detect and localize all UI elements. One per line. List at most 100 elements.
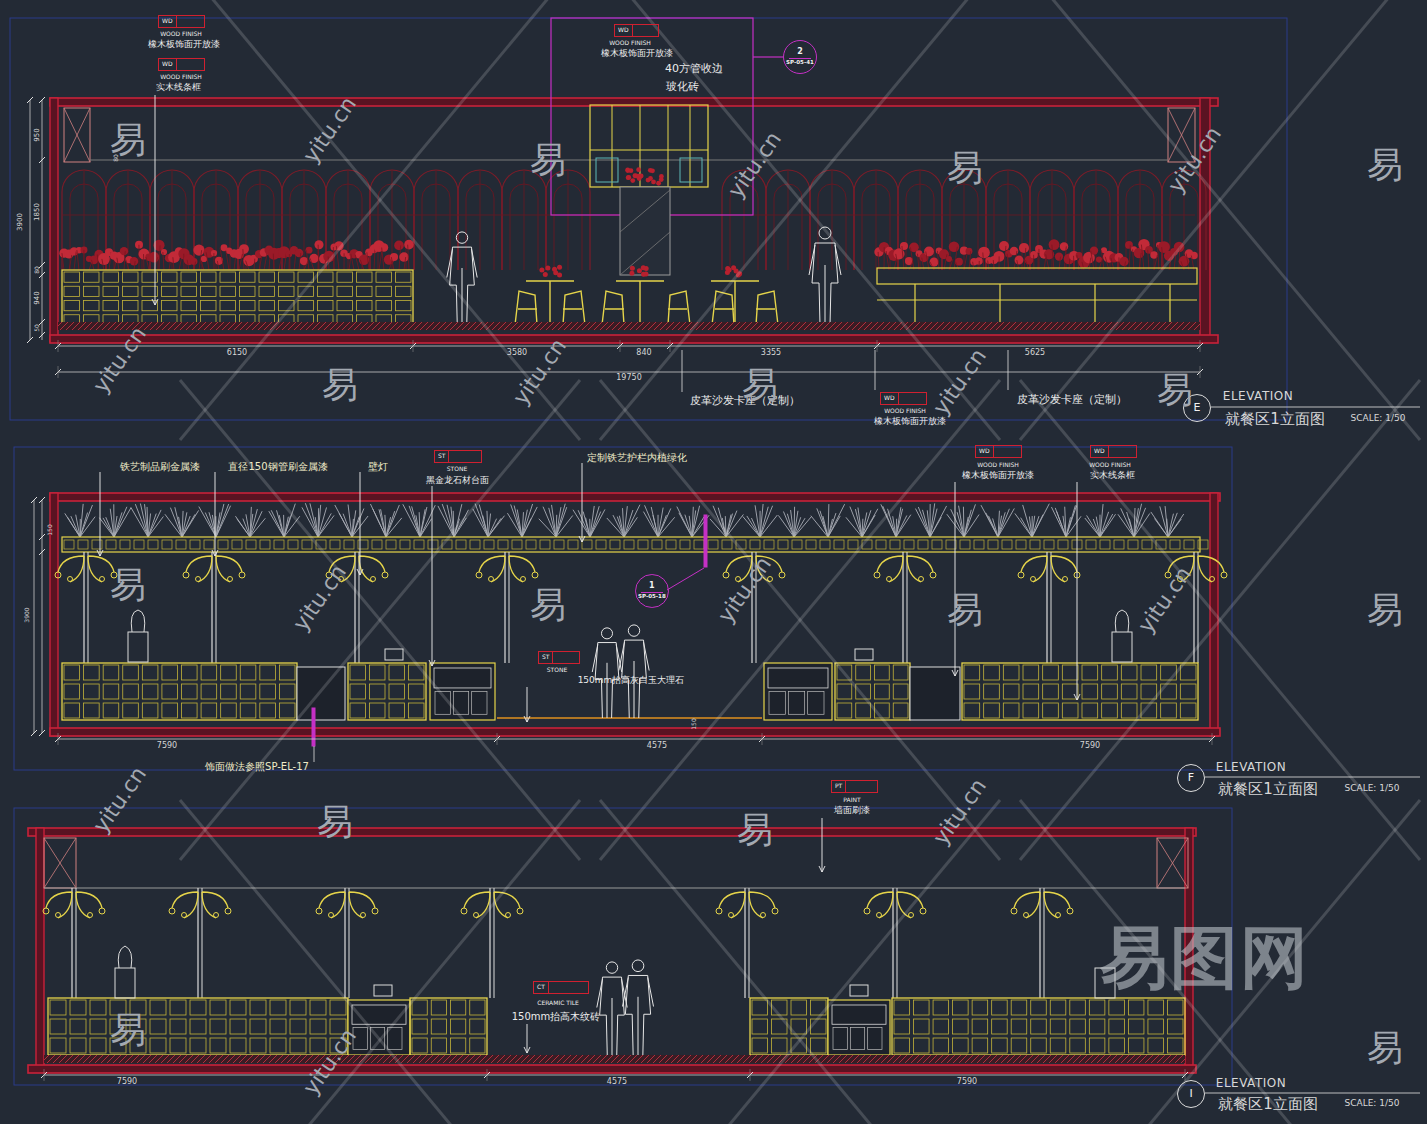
oven-symbol (764, 663, 832, 720)
railing-cell (806, 540, 816, 549)
iron-bracket (509, 556, 535, 582)
railing-cell (484, 540, 494, 549)
tag-note: WOOD FINISH (977, 462, 1019, 469)
cabinet-panel (1148, 1000, 1164, 1015)
plant-stem (138, 245, 139, 270)
cabinet-panel (270, 1038, 286, 1053)
steel-post (907, 552, 908, 663)
material-note: 直径150钢管刷金属漆 (228, 461, 327, 472)
iron-bracket (867, 892, 893, 918)
cabinet-panel (337, 286, 353, 296)
plant-leaf (1087, 515, 1100, 537)
cabinet-panel (123, 703, 139, 718)
plant-stem (69, 254, 72, 270)
bracket-scroll (169, 908, 175, 914)
plant-leaf (488, 516, 505, 537)
plant-dot (239, 244, 249, 254)
bracket-scroll (474, 913, 479, 918)
cabinet-panel (470, 1038, 485, 1053)
plant-leaf (658, 508, 671, 537)
bracket-scroll (196, 577, 201, 582)
decor-vase (680, 158, 702, 182)
monitor-symbol (374, 985, 392, 996)
dimension-tick (39, 497, 45, 503)
iron-bracket (494, 892, 520, 918)
cabinet-grid (62, 663, 297, 720)
iron-bracket (877, 556, 903, 582)
cabinet-panel (933, 1019, 949, 1034)
cabinet-panel (84, 272, 100, 282)
planter-railing (62, 537, 1200, 552)
cabinet-grid (48, 998, 348, 1055)
person-figure (597, 977, 627, 1055)
plant-leaf (658, 508, 663, 537)
leader-arrow (1074, 694, 1080, 700)
beam-band (50, 728, 1220, 736)
railing-cell (1170, 540, 1180, 549)
cabinet-panel (376, 272, 392, 282)
plant-leaf (175, 507, 182, 537)
cabinet-panel (914, 1019, 930, 1034)
cabinet-panel (290, 1038, 306, 1053)
leader-arrow (429, 660, 435, 666)
cabinet-panel (396, 272, 412, 282)
cabinet-panel (64, 301, 80, 311)
plant-leaf (479, 504, 488, 537)
material-note: 橡木板饰面开放漆 (148, 40, 220, 50)
cabinet-panel (260, 665, 276, 680)
extension-line (1185, 1069, 1186, 1081)
cabinet-panel (451, 1019, 466, 1034)
railing-cell (148, 540, 158, 549)
cabinet-panel (64, 272, 80, 282)
plant-stem (102, 259, 104, 270)
plant-leaf (964, 504, 975, 537)
plant-dot (1119, 257, 1128, 266)
cabinet-panel (1167, 1038, 1183, 1053)
plant-stem (408, 245, 409, 270)
wall-section (36, 828, 44, 1072)
bracket-scroll (461, 908, 467, 914)
cabinet-panel (1003, 703, 1019, 718)
cabinet-panel (1070, 1038, 1086, 1053)
steel-post (1051, 552, 1052, 663)
dimension-text: 940 (34, 291, 42, 304)
plant-dot (1055, 252, 1063, 260)
cabinet-panel (270, 1019, 286, 1034)
cabinet-panel (992, 1019, 1008, 1034)
cabinet-panel (103, 272, 119, 282)
flower-dot (646, 178, 651, 183)
iron-bracket (216, 556, 242, 582)
cabinet-panel (894, 1000, 910, 1015)
plant-leaf (473, 509, 488, 537)
lattice-bar (568, 170, 569, 270)
flower-dot (543, 272, 548, 277)
railing-cell (1114, 540, 1124, 549)
plant-dot (1060, 242, 1068, 250)
dimension-text: 7590 (1080, 742, 1100, 751)
chair-symbol (563, 291, 585, 325)
railing-cell (400, 540, 410, 549)
material-note: 橡木板饰面开放漆 (874, 417, 946, 427)
cabinet-panel (103, 703, 119, 718)
tag-note: STONE (447, 466, 467, 473)
person-figure (809, 243, 841, 325)
cabinet-panel (201, 301, 217, 311)
watermark-stroke (1020, 800, 1420, 1124)
plant-dot (404, 240, 414, 250)
plant-leaf (1066, 506, 1077, 537)
railing-cell (1198, 540, 1208, 549)
plant-leaf (823, 516, 828, 537)
cabinet-panel (953, 1000, 969, 1015)
cabinet-panel (376, 286, 392, 296)
dimension-text: 4575 (607, 1078, 627, 1087)
dimension-tick (31, 497, 37, 503)
watermark: 易 (1367, 590, 1403, 630)
oven-door (768, 668, 828, 688)
plant-leaf (1051, 507, 1066, 537)
watermark-stroke (600, 0, 1000, 440)
panel-frame (10, 18, 1287, 420)
iron-bracket (1044, 892, 1070, 918)
plant-leaf (315, 517, 318, 537)
plant-leaf (1118, 514, 1134, 537)
plant-leaf (586, 518, 590, 537)
